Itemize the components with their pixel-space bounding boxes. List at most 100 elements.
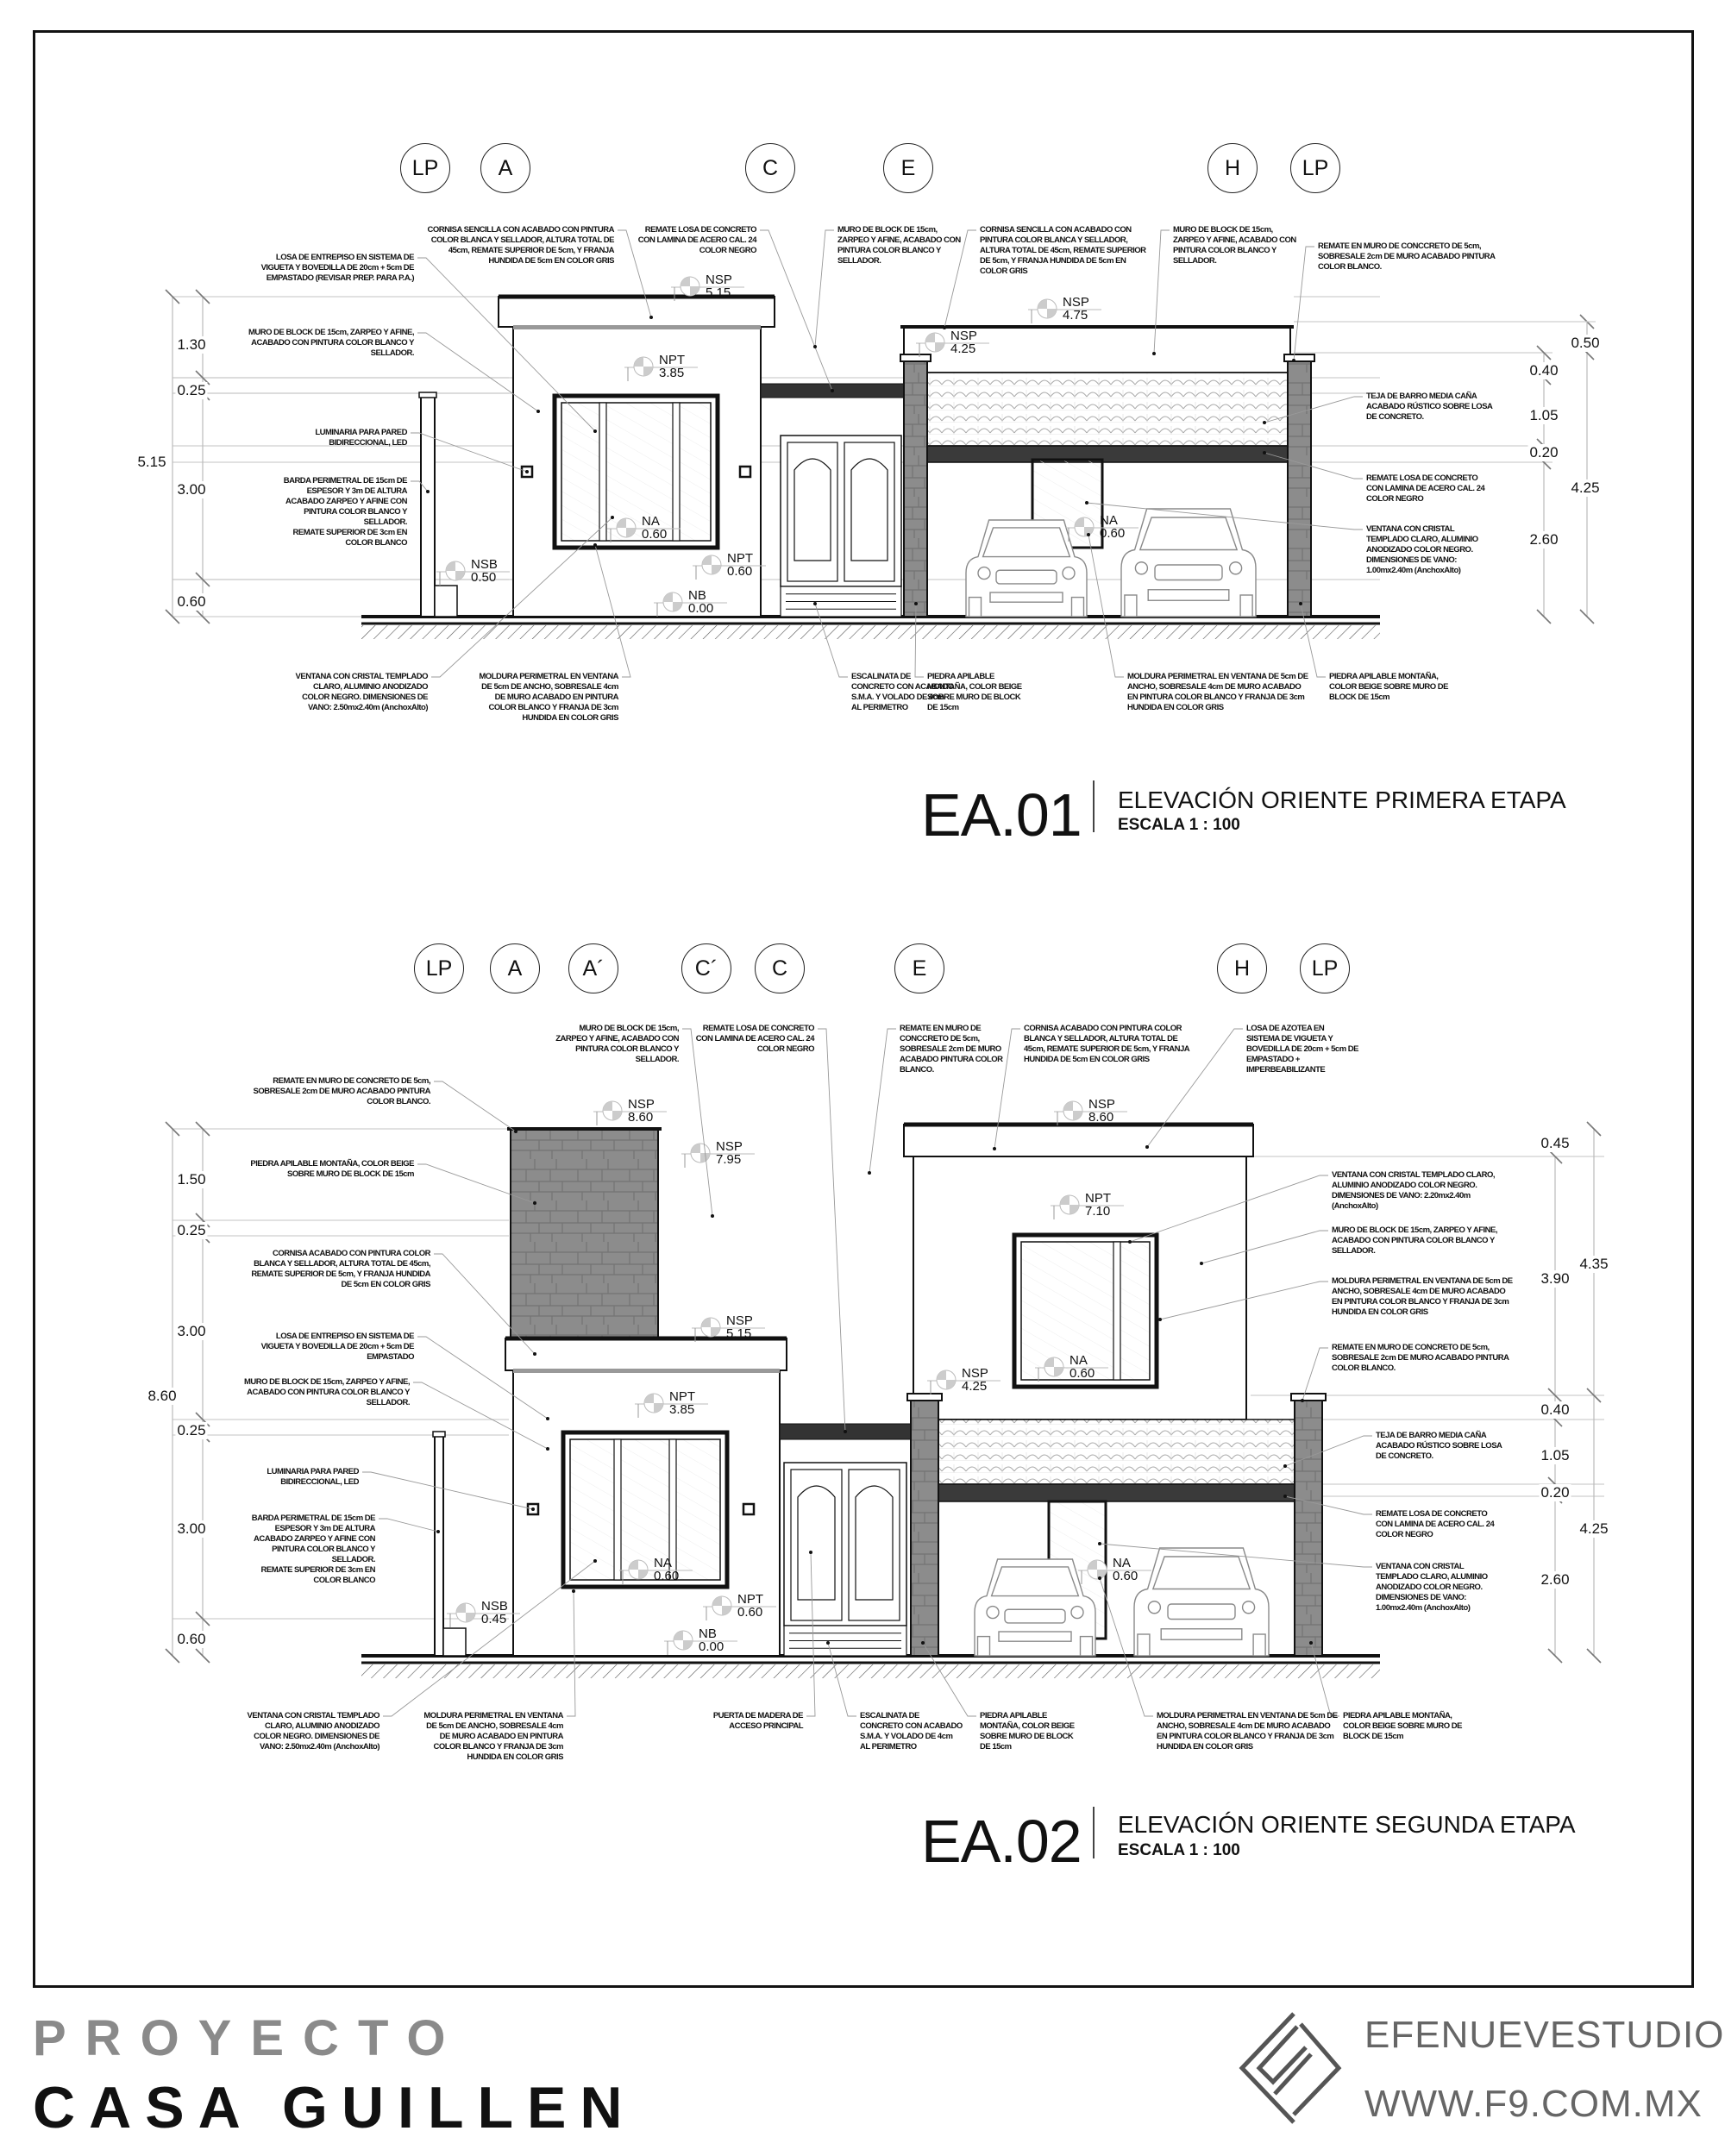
leader-line	[1099, 1577, 1153, 1717]
cornice-gray-band	[513, 325, 761, 329]
leader-dot	[826, 1641, 830, 1645]
leader-dot	[831, 389, 834, 392]
leader-line	[1099, 1543, 1372, 1568]
leader-dot	[1309, 1641, 1313, 1645]
leader-dot	[844, 1430, 847, 1433]
leader-dot	[525, 470, 529, 473]
pillar-cap	[1283, 354, 1315, 362]
level-tag: NSP 4.25	[950, 329, 977, 356]
material-annotation: CORNISA SENCILLA CON ACABADO CON PINTURA…	[427, 225, 615, 266]
dimension-label: 0.40	[1539, 1401, 1571, 1419]
dimension-label: 2.60	[1539, 1571, 1571, 1589]
material-annotation: VENTANA CON CRISTAL TEMPLADO CLARO, ALUM…	[1366, 524, 1478, 575]
leader-line	[1310, 1642, 1339, 1717]
level-marker-fill	[1038, 299, 1057, 318]
level-tag: NPT 3.85	[659, 353, 685, 380]
level-marker-fill	[1060, 1195, 1079, 1214]
carport-beam	[938, 1483, 1295, 1502]
level-tag: NPT 7.10	[1085, 1191, 1111, 1219]
grid-axis-bubble: H	[1208, 143, 1258, 193]
level-tag: NPT 0.60	[737, 1592, 763, 1620]
level-tag: NPT 3.85	[669, 1389, 695, 1417]
level-tag: NSB 0.50	[471, 557, 498, 585]
dimension-tick	[165, 289, 180, 304]
leader-line	[1146, 1028, 1243, 1148]
leader-line	[431, 517, 613, 678]
leader-line	[434, 1081, 517, 1132]
elevation-code: EA.01	[921, 781, 1082, 849]
leader-dot	[533, 1352, 536, 1356]
level-marker-fill	[1088, 1560, 1107, 1579]
elevation-code: EA.02	[921, 1808, 1082, 1875]
level-tag: NSP 5.15	[706, 273, 732, 300]
studio-url[interactable]: WWW.F9.COM.MX	[1364, 2083, 1703, 2125]
leader-dot	[921, 1641, 925, 1645]
leader-dot	[426, 490, 430, 493]
material-annotation: BARDA PERIMETRAL DE 15cm DE ESPESOR Y 3m…	[283, 476, 408, 548]
level-tag: NA 0.60	[1100, 513, 1126, 541]
material-annotation: REMATE LOSA DE CONCRETO CON LAMINA DE AC…	[695, 1024, 815, 1054]
material-annotation: VENTANA CON CRISTAL TEMPLADO CLARO, ALUM…	[247, 1711, 380, 1752]
level-marker-fill	[456, 1603, 475, 1622]
level-marker-fill	[674, 1631, 693, 1650]
material-annotation: LUMINARIA PARA PARED BIDIRECCIONAL, LED	[267, 1467, 359, 1487]
leader-dot	[593, 429, 597, 433]
level-tag: NSP 4.25	[962, 1366, 988, 1394]
level-tag: NSP 7.95	[716, 1139, 743, 1167]
grid-axis-bubble: A´	[568, 943, 618, 993]
leader-line	[1129, 1175, 1328, 1243]
grid-axis-bubble: C	[745, 143, 795, 193]
material-annotation: TEJA DE BARRO MEDIA CAÑA ACABADO RÚSTICO…	[1366, 392, 1493, 422]
suv-icon	[1133, 1547, 1270, 1657]
material-annotation: VENTANA CON CRISTAL TEMPLADO CLARO, ALUM…	[1332, 1170, 1496, 1211]
dimension-label: 0.60	[175, 1631, 208, 1648]
level-marker-fill	[937, 1370, 956, 1389]
leader-line	[1293, 246, 1314, 361]
level-tag: NSP 4.75	[1063, 295, 1089, 323]
leader-dot	[1299, 602, 1302, 605]
leader-dot	[1301, 1399, 1304, 1402]
dimension-tick	[1586, 1121, 1602, 1137]
grid-axis-bubble: LP	[414, 943, 464, 993]
leader-line	[1153, 229, 1170, 354]
leader-line	[411, 480, 429, 492]
leader-dot	[1200, 1262, 1203, 1265]
level-marker-fill	[1044, 1357, 1063, 1376]
upper-cornice	[903, 1124, 1254, 1157]
dimension-tick	[1586, 1648, 1602, 1664]
studio-name: EFENUEVESTUDIO	[1364, 2014, 1725, 2056]
elevation-title: ELEVACIÓN ORIENTE SEGUNDA ETAPA	[1118, 1811, 1576, 1838]
material-annotation: REMATE LOSA DE CONCRETO CON LAMINA DE AC…	[637, 225, 757, 255]
material-annotation: REMATE LOSA DE CONCRETO CON LAMINA DE AC…	[1376, 1509, 1495, 1539]
leader-dot	[1085, 501, 1088, 505]
dimension-tick	[1547, 1648, 1563, 1664]
door-panel	[855, 1485, 894, 1601]
material-annotation: ESCALINATA DE CONCRETO CON ACABADO S.M.A…	[860, 1711, 963, 1752]
dimension-tick	[1536, 345, 1552, 360]
material-annotation: MURO DE BLOCK DE 15cm, ZARPEO Y AFINE, A…	[1173, 225, 1296, 266]
level-tag: NSB 0.45	[481, 1599, 508, 1626]
dimension-label: 1.05	[1539, 1447, 1571, 1464]
dimension-label: 4.25	[1569, 479, 1602, 497]
dimension-label: 4.35	[1578, 1256, 1610, 1273]
material-annotation: MURO DE BLOCK DE 15cm, ZARPEO Y AFINE, A…	[244, 1377, 410, 1407]
leader-dot	[809, 1551, 812, 1554]
leader-line	[413, 1382, 549, 1450]
dimension-label: 0.25	[175, 1422, 208, 1439]
window-glass	[561, 402, 712, 542]
grid-axis-bubble: C´	[681, 943, 731, 993]
dimension-tick	[1579, 609, 1595, 624]
window-glass	[1020, 1241, 1151, 1381]
door-panel	[850, 458, 888, 561]
dimension-label: 4.25	[1578, 1520, 1610, 1538]
door-leaf	[848, 1469, 900, 1621]
leader-line	[1086, 502, 1363, 530]
title-divider	[1093, 1807, 1095, 1858]
suv-icon	[1120, 508, 1257, 617]
dimension-label: 3.90	[1539, 1270, 1571, 1288]
project-label: PROYECTO	[33, 2010, 465, 2066]
level-marker-fill	[925, 333, 944, 352]
leader-line	[411, 432, 528, 473]
leader-dot	[572, 1589, 575, 1593]
